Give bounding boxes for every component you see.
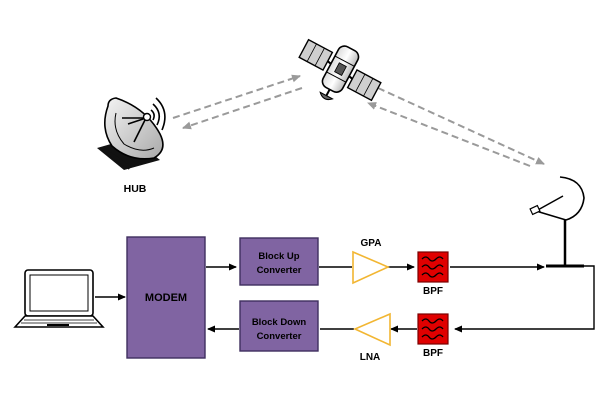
bpf-lower-filter-icon (417, 313, 449, 345)
block-down-converter: Block Down Converter (239, 300, 319, 352)
vsat-to-satellite-link (367, 102, 531, 167)
lna-label: LNA (360, 352, 381, 363)
bpf-upper-filter-icon (417, 251, 449, 283)
bpf-lower-label: BPF (423, 348, 443, 359)
bdc-label-line1: Block Down (252, 317, 307, 328)
hub-to-satellite-link (172, 74, 301, 119)
satellite-links (172, 74, 545, 167)
gpa-label: GPA (361, 238, 382, 249)
vsat-dish-icon (529, 176, 585, 268)
modem-block: MODEM (126, 236, 206, 359)
signal-paths (95, 263, 595, 333)
modem-label: MODEM (145, 292, 187, 304)
buc-label-line1: Block Up (258, 251, 299, 262)
gpa-amplifier-icon (352, 250, 390, 285)
satellite-icon (298, 38, 382, 102)
satellite-to-hub-link (182, 87, 303, 130)
hub-dish-icon (97, 97, 166, 170)
dish-return-link (454, 265, 595, 333)
hub-label: HUB (124, 183, 147, 195)
block-up-converter: Block Up Converter (239, 237, 319, 286)
laptop-icon (13, 269, 105, 328)
lna-amplifier-icon (353, 312, 391, 347)
bdc-label-line2: Converter (257, 331, 302, 342)
buc-label-line2: Converter (257, 265, 302, 276)
satellite-to-vsat-link (377, 87, 545, 165)
bpf-upper-label: BPF (423, 286, 443, 297)
